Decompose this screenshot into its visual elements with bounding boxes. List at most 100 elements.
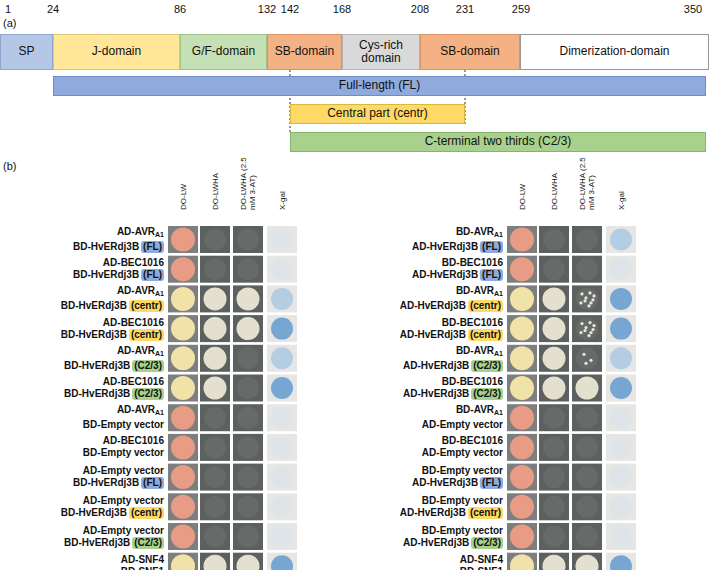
subscript: A1 <box>155 231 164 238</box>
residue-number: 1 <box>5 3 11 15</box>
no-growth <box>543 258 565 280</box>
label-line: BD-HvERdj3B(centr) <box>61 329 164 341</box>
colony <box>510 346 534 370</box>
no-growth <box>543 526 565 548</box>
construct-name: BD-Empty vector <box>422 495 503 506</box>
residue-number: 86 <box>174 3 186 15</box>
construct-name: AD-HvERdj3B <box>412 269 478 280</box>
no-growth <box>543 407 565 429</box>
construct-bar: C-terminal two thirds (C2/3) <box>290 132 706 152</box>
label-line: AD-HvERdj3B(centr) <box>400 507 503 519</box>
no-growth <box>543 496 565 518</box>
construct-name: AD-BEC1016 <box>103 257 164 268</box>
plate-cell <box>168 464 198 491</box>
construct-name: BD-HvERdj3B <box>73 477 139 488</box>
row-label: AD-BEC1016BD-HvERdj3B(FL) <box>73 257 164 281</box>
no-growth <box>237 466 259 488</box>
plate-cell <box>233 404 263 431</box>
construct-tag: (centr) <box>129 329 164 341</box>
no-growth <box>204 229 226 251</box>
medium-header: DO-LWHA (2.5 mM 3-AT) <box>239 154 257 210</box>
tag-text: (C2/3) <box>134 388 162 399</box>
residue-number: 24 <box>47 3 59 15</box>
colony <box>510 554 534 570</box>
tag-text: (C2/3) <box>134 360 162 371</box>
signal-peptide: SP <box>0 34 53 70</box>
construct-tag: (C2/3) <box>132 537 164 549</box>
construct-name: BD-Empty vector <box>422 465 503 476</box>
xgal-spot <box>610 347 632 369</box>
plate-cell <box>267 523 297 550</box>
plate-cell <box>507 315 537 342</box>
no-growth <box>576 436 598 458</box>
colony <box>171 554 195 570</box>
label-line: BD-HvERdj3B(FL) <box>73 241 164 253</box>
plate-cell <box>539 493 569 520</box>
plate-cell <box>539 226 569 253</box>
xgal-spot <box>610 407 632 429</box>
plate-cell <box>539 523 569 550</box>
construct-tag: (centr) <box>468 300 503 312</box>
colony <box>510 228 534 252</box>
colony <box>171 257 195 281</box>
subscript: A1 <box>494 231 503 238</box>
plate-cell <box>168 226 198 253</box>
construct-bar: Central part (centr) <box>290 104 465 124</box>
plate-cell <box>233 493 263 520</box>
no-growth <box>237 526 259 548</box>
xgal-spot <box>610 526 632 548</box>
construct-name: AD-HvERdj3B <box>400 507 466 518</box>
label-line: AD-BEC1016 <box>64 376 164 388</box>
subscript: A1 <box>155 409 164 416</box>
colony <box>204 377 227 400</box>
no-growth <box>576 526 598 548</box>
no-growth <box>576 496 598 518</box>
colony-speck <box>589 301 592 304</box>
no-growth <box>204 258 226 280</box>
construct-name: AD-AVR <box>117 226 155 237</box>
construct-name: AD-Empty vector <box>83 525 164 536</box>
tag-text: (centr) <box>470 300 501 311</box>
plate-cell <box>507 285 537 312</box>
plate-cell <box>572 464 602 491</box>
residue-number: 350 <box>684 3 702 15</box>
plate-cell <box>200 315 230 342</box>
colony-speck <box>580 292 583 295</box>
colony <box>510 406 534 430</box>
panel-letter: (a) <box>3 17 16 29</box>
colony-speck <box>592 324 595 327</box>
colony <box>171 406 195 430</box>
construct-name: AD-HvERdj3B <box>412 477 478 488</box>
domain-segment: SB-domain <box>420 34 520 70</box>
medium-header: DO-LW <box>518 150 527 210</box>
colony <box>171 228 195 252</box>
colony <box>510 465 534 489</box>
plate-cell <box>606 285 636 312</box>
row-label: BD-BEC1016AD-HvERdj3B(C2/3) <box>403 376 503 400</box>
label-line: AD-Empty vector <box>64 525 164 537</box>
label-line: BD-Empty vector <box>83 419 164 431</box>
colony-speck <box>588 321 591 324</box>
colony <box>237 555 260 570</box>
xgal-spot <box>610 318 632 340</box>
domain-segment: Dimerization-domain <box>520 34 709 70</box>
colony-speck <box>591 298 594 301</box>
label-line: AD-AVRA1 <box>83 404 164 419</box>
tag-text: (centr) <box>131 329 162 340</box>
plate-cell <box>539 285 569 312</box>
label-line: BD-BEC1016 <box>400 317 503 329</box>
label-line: AD-BEC1016 <box>73 257 164 269</box>
plate-cell <box>539 375 569 402</box>
colony <box>171 346 195 370</box>
plate-cell <box>507 404 537 431</box>
colony-speck <box>588 291 591 294</box>
plate-cell <box>233 285 263 312</box>
plate-cell <box>606 375 636 402</box>
construct-tag: (FL) <box>480 241 503 253</box>
colony <box>510 435 534 459</box>
colony-speck <box>591 328 594 331</box>
colony-speck <box>584 296 587 299</box>
colony <box>204 287 227 310</box>
no-growth <box>204 526 226 548</box>
colony <box>543 555 566 570</box>
